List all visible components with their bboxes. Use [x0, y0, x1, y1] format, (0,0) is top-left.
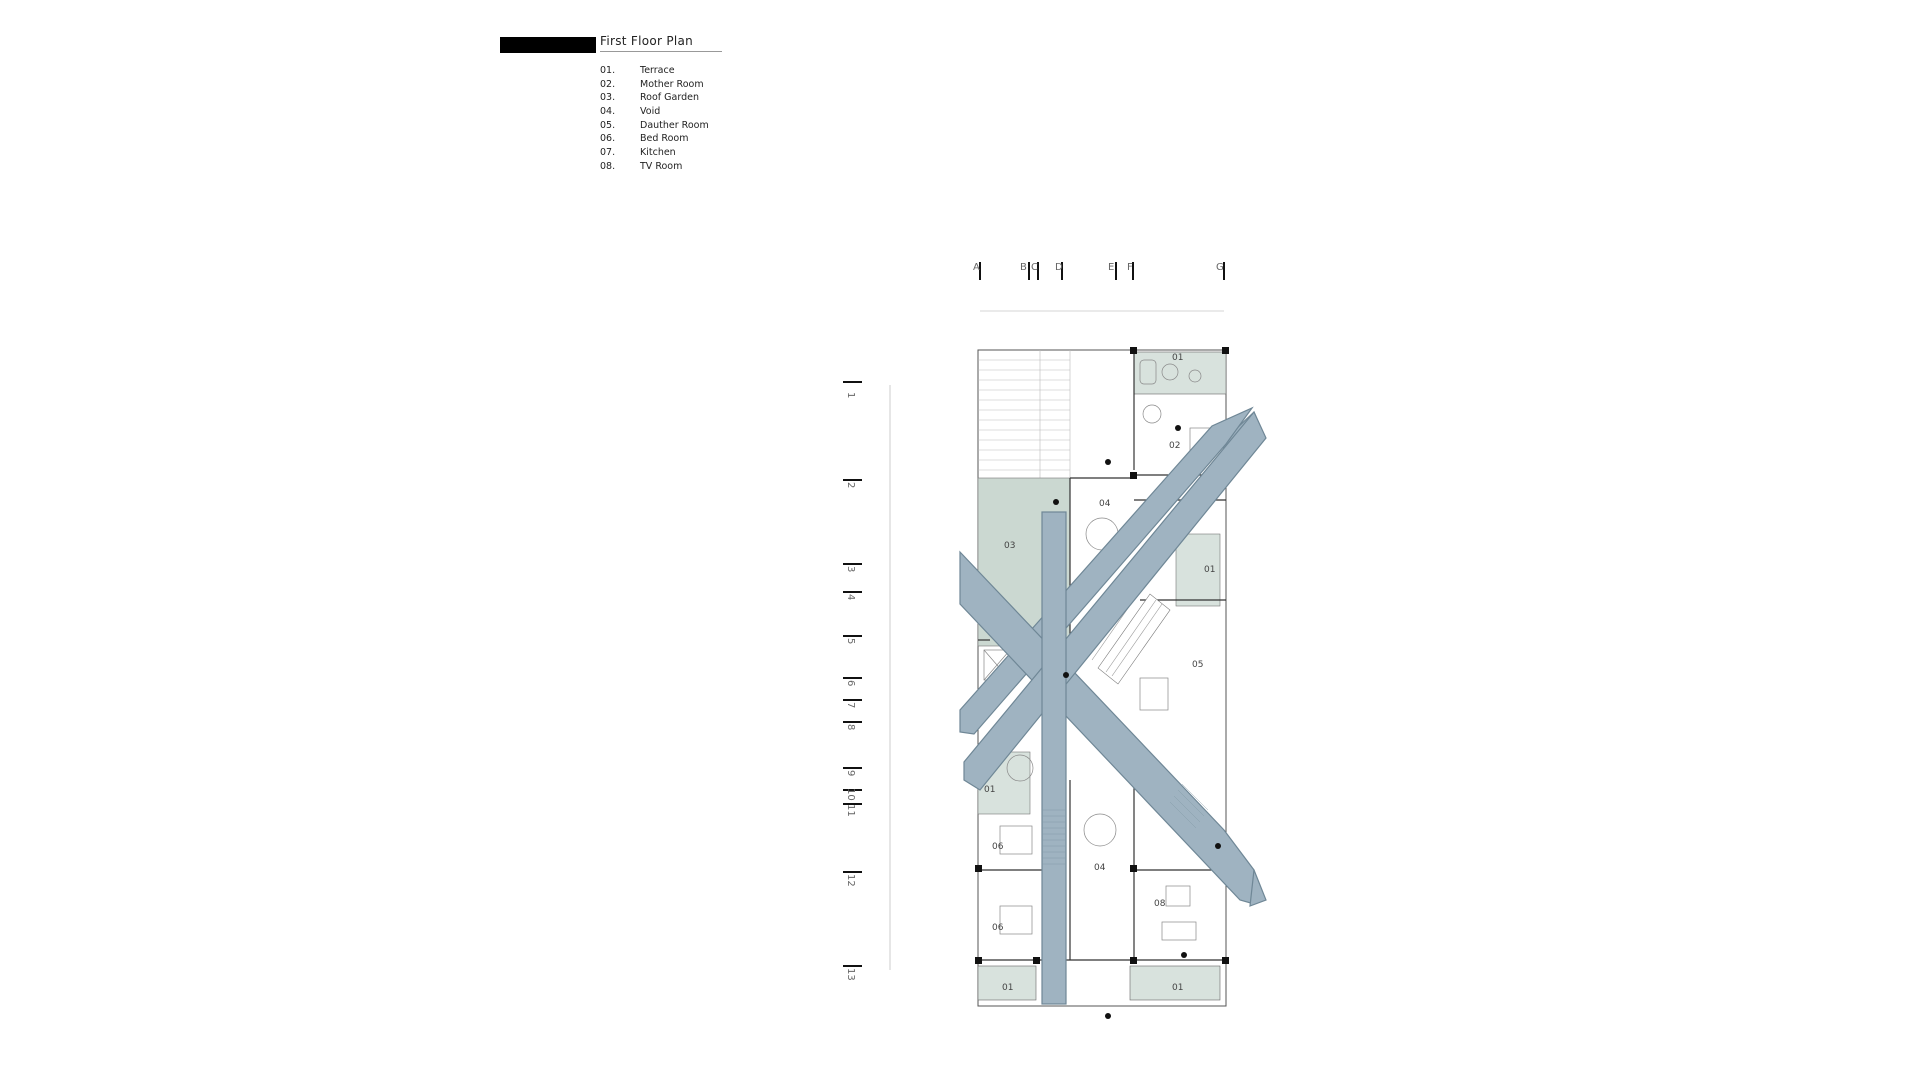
room-label-bed-room-lower: 06	[992, 923, 1004, 933]
washbasin-icon	[1161, 363, 1179, 381]
level-marker-icon	[1181, 952, 1187, 958]
terrace-top-area	[1133, 351, 1227, 395]
bathtub-icon	[1139, 359, 1157, 385]
legend-item: 02. Mother Room	[600, 78, 709, 92]
legend-item: 05. Dauther Room	[600, 119, 709, 133]
legend-item: 01. Terrace	[600, 64, 709, 78]
level-marker-icon	[1105, 1013, 1111, 1019]
grid-letter: B	[1020, 262, 1027, 273]
grid-number: 1	[845, 392, 856, 398]
grid-number: 13	[845, 968, 856, 981]
legend-item: 04. Void	[600, 105, 709, 119]
grid-number: 2	[845, 482, 856, 488]
grid-axis-letters: A B C D E F G	[973, 262, 1225, 312]
grid-number: 11	[845, 804, 856, 817]
room-label-terrace-bottom-left: 01	[1002, 983, 1013, 993]
bridge-diagonal-a	[963, 410, 1267, 791]
grid-letter: E	[1108, 262, 1114, 273]
room-label-terrace-top: 01	[1172, 353, 1183, 363]
grid-letter: A	[973, 262, 980, 273]
legend-item-number: 05.	[600, 119, 616, 131]
legend-item-number: 07.	[600, 147, 616, 159]
legend-title-bar	[500, 37, 596, 53]
grid-number: 9	[845, 770, 856, 776]
level-marker-icon	[1063, 672, 1069, 678]
bed-icon	[999, 825, 1033, 855]
room-label-daughter-room: 05	[1192, 660, 1203, 670]
grid-number: 12	[845, 874, 856, 887]
grid-letter: C	[1031, 262, 1038, 273]
terrace-right-area	[1175, 533, 1221, 607]
bridge-hatch	[1042, 783, 1209, 865]
legend-title-underline	[600, 51, 722, 52]
legend-item-name: TV Room	[640, 160, 683, 172]
bridge-corridors	[959, 406, 1267, 1005]
legend-item-number: 02.	[600, 78, 616, 90]
legend-item-number: 08.	[600, 160, 616, 172]
room-label-roof-garden: 03	[1004, 541, 1015, 551]
legend-item-name: Mother Room	[640, 78, 704, 90]
legend-list: 01. Terrace 02. Mother Room 03. Roof Garden…	[600, 64, 709, 174]
armchair-icon	[1165, 885, 1191, 907]
grid-letter: D	[1055, 262, 1063, 273]
legend-item-number: 04.	[600, 106, 616, 118]
grid-number: 3	[845, 566, 856, 572]
grid-number: 7	[845, 702, 856, 708]
legend-item: 06. Bed Room	[600, 132, 709, 146]
furniture	[983, 359, 1215, 941]
entrance-stair-hatch	[978, 350, 1071, 478]
grid-number: 4	[845, 594, 856, 600]
bed-icon	[999, 905, 1033, 935]
legend-item-name: Terrace	[640, 65, 675, 76]
bridge-central-spine	[1041, 511, 1067, 1005]
level-markers	[1053, 425, 1221, 1019]
room-labels: 01 02 03 04 01 05 01 06 04 08 06 01 01	[984, 353, 1215, 993]
level-marker-icon	[1215, 843, 1221, 849]
toilet-icon	[1188, 369, 1202, 383]
tree-terrace-icon	[1006, 754, 1034, 782]
grid-letter: F	[1127, 262, 1133, 273]
legend-item-number: 06.	[600, 133, 616, 145]
grid-number: 6	[845, 680, 856, 686]
grid-number: 5	[845, 638, 856, 644]
bed-icon	[1139, 677, 1169, 711]
room-label-bed-room-upper: 06	[992, 842, 1004, 852]
room-label-void-bottom: 04	[1094, 863, 1106, 873]
level-marker-icon	[1105, 459, 1111, 465]
room-label-void-top: 04	[1099, 499, 1111, 509]
legend-item-number: 01.	[600, 65, 616, 76]
legend-item-name: Kitchen	[640, 147, 676, 159]
legend-item-name: Roof Garden	[640, 92, 699, 104]
legend-item-name: Bed Room	[640, 133, 689, 145]
level-marker-icon	[1175, 425, 1181, 431]
terrace-bottom-right-area	[1129, 965, 1221, 1001]
grid-letter: G	[1216, 262, 1224, 273]
table-icon	[1142, 404, 1162, 424]
legend-item: 03. Roof Garden	[600, 91, 709, 105]
legend-item: 07. Kitchen	[600, 146, 709, 160]
room-label-mother-room: 02	[1169, 441, 1180, 451]
grid-number: 8	[845, 724, 856, 730]
grid-number: 10	[845, 788, 856, 801]
legend-item-name: Void	[640, 106, 661, 118]
terrace-bottom-left-area	[977, 965, 1037, 1001]
room-label-terrace-left: 01	[984, 785, 995, 795]
legend-title: First Floor Plan	[600, 34, 694, 48]
grid-axis-numbers: 1 2 3 4 5 6 7 8 9 10 11 12 13	[843, 381, 891, 981]
room-label-terrace-bottom-right: 01	[1172, 983, 1183, 993]
tree-bottom-void-icon	[1083, 813, 1117, 847]
room-label-tv-room: 08	[1154, 899, 1166, 909]
legend-item: 08. TV Room	[600, 160, 709, 174]
room-label-terrace-right: 01	[1204, 565, 1215, 575]
sofa-icon	[1161, 921, 1197, 941]
level-marker-icon	[1053, 499, 1059, 505]
legend-item-number: 03.	[600, 92, 616, 104]
legend-item-name: Dauther Room	[640, 119, 709, 131]
